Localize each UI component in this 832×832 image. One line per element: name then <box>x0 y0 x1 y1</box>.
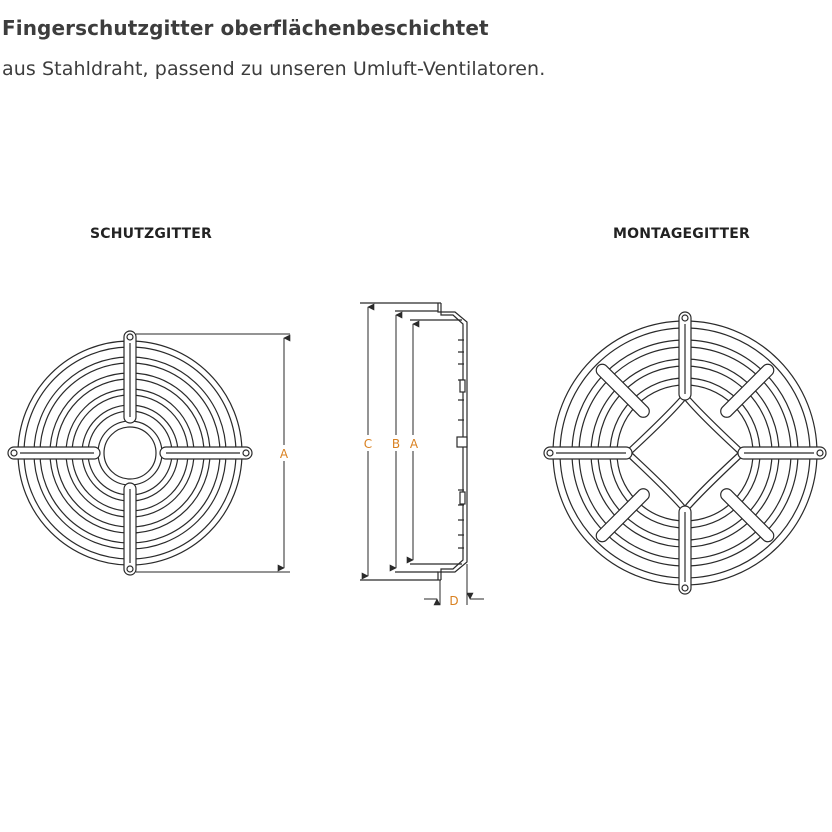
montagegitter-drawing <box>543 311 827 595</box>
page-subtitle: aus Stahldraht, passend zu unseren Umluf… <box>2 58 546 80</box>
dim-label-d-side: D <box>449 594 458 608</box>
page-title: Fingerschutzgitter oberflächenbeschichte… <box>2 16 489 40</box>
schutzgitter-heading: SCHUTZGITTER <box>90 226 213 242</box>
dim-label-a-front: A <box>280 447 289 461</box>
dim-label-b-side: B <box>392 437 400 451</box>
side-view-drawing <box>360 302 468 581</box>
schutzgitter-drawing <box>7 330 253 576</box>
dim-label-a-side: A <box>410 437 419 451</box>
dim-label-c-side: C <box>364 437 372 451</box>
montagegitter-heading: MONTAGEGITTER <box>613 226 750 242</box>
